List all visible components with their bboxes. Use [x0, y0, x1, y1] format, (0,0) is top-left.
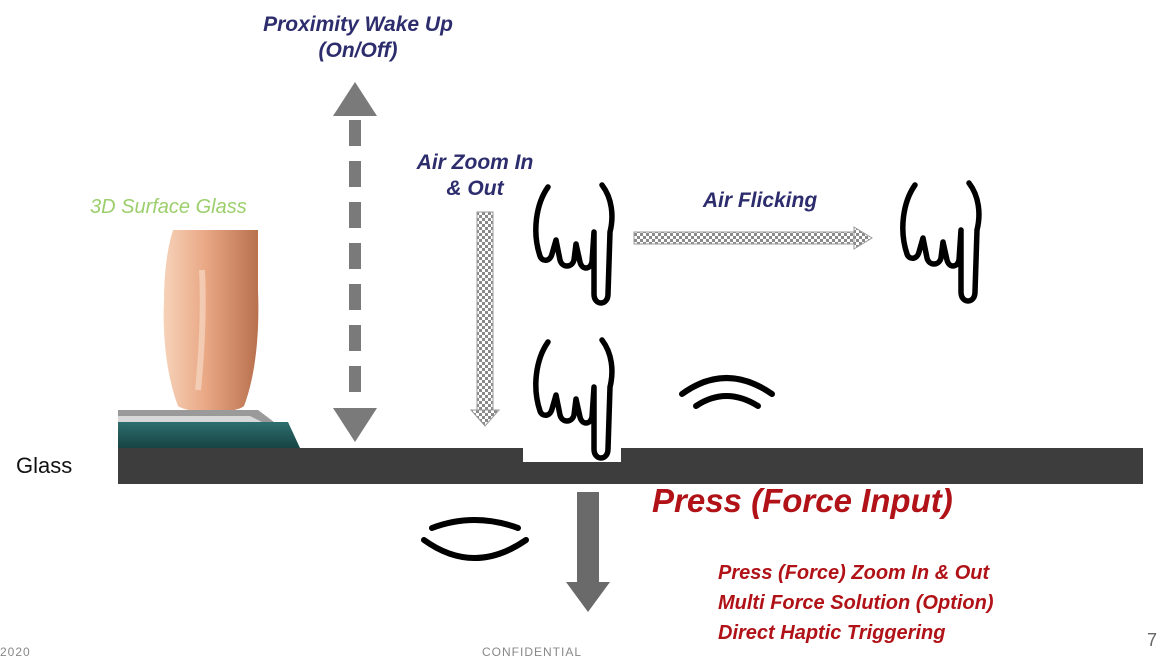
- air-flicking-label: Air Flicking: [702, 189, 818, 212]
- air-zoom-line2: & Out: [446, 177, 504, 200]
- surface-glass-label: 3D Surface Glass: [90, 196, 247, 218]
- press-feature-item: Direct Haptic Triggering: [718, 622, 946, 644]
- press-title: Press (Force Input): [652, 482, 953, 519]
- air-flicking-arrow-icon: [633, 226, 873, 250]
- air-zoom-arrow-icon: [469, 211, 501, 427]
- page-number: 7: [1147, 630, 1158, 650]
- glass-label: Glass: [16, 453, 73, 478]
- air-zoom-line1: Air Zoom In: [416, 151, 534, 174]
- force-arrow-icon: [566, 492, 610, 612]
- press-feature-list: Press (Force) Zoom In & Out Multi Force …: [718, 558, 994, 648]
- proximity-line2: (On/Off): [318, 39, 398, 62]
- finger-photo: [118, 230, 300, 448]
- haptic-wave-icon: [421, 517, 529, 561]
- glass-bar: [118, 448, 1143, 484]
- pointing-hand-icon: [530, 337, 620, 462]
- footer-left: 2020: [0, 645, 31, 659]
- proximity-wake-up-label: Proximity Wake Up (On/Off): [238, 12, 478, 64]
- press-feature-item: Multi Force Solution (Option): [718, 592, 994, 614]
- haptic-wave-icon: [679, 375, 775, 409]
- pointing-hand-icon: [530, 182, 620, 307]
- footer-center: CONFIDENTIAL: [482, 645, 583, 659]
- proximity-double-arrow-icon: [333, 82, 377, 442]
- proximity-line1: Proximity Wake Up: [263, 13, 453, 36]
- pointing-hand-icon: [897, 180, 987, 305]
- air-zoom-label: Air Zoom In & Out: [395, 150, 555, 202]
- press-feature-item: Press (Force) Zoom In & Out: [718, 562, 990, 584]
